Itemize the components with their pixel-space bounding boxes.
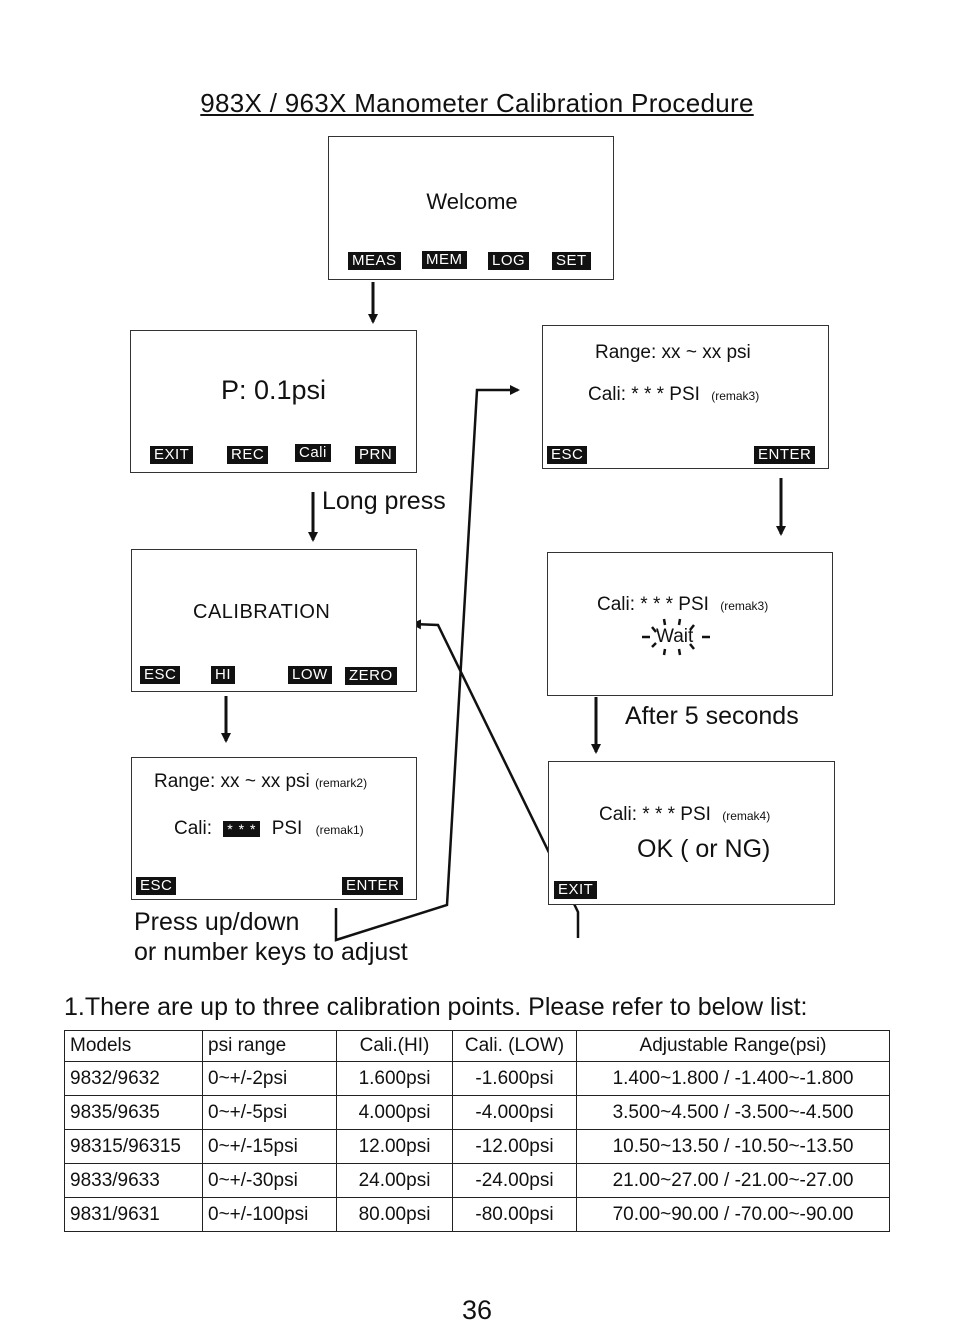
result-text: OK ( or NG) [637,835,771,863]
range-text: Range: xx ~ xx psi (remark2) [154,771,367,793]
psi-range-cell: 0~+/-15psi [202,1129,337,1164]
table-row: 98315/96315 0~+/-15psi 12.00psi -12.00ps… [64,1129,890,1164]
hi-key[interactable]: HI [211,666,235,684]
cali-text: Cali: * * * PSI [599,804,711,825]
psi-range-cell: 0~+/-2psi [202,1061,337,1096]
cali-row: Cali: * * * PSI (remak3) [588,384,759,406]
col-cali-low: Cali. (LOW) [452,1030,577,1062]
meas-key[interactable]: MEAS [348,252,401,270]
cali-label: Cali: [174,818,213,839]
mem-key[interactable]: MEM [422,251,467,269]
cali-hi-cell: 4.000psi [336,1095,453,1130]
cali-row: Cali: * * * PSI (remak1) [174,818,364,840]
col-cali-hi: Cali.(HI) [336,1030,453,1062]
cali-hi-cell: 12.00psi [336,1129,453,1164]
cali-remark: (remak4) [722,809,771,823]
prn-key[interactable]: PRN [355,446,397,464]
cali-text: Cali: * * * PSI [588,384,700,405]
cali-remark: (remak1) [315,823,364,837]
table-row: 9835/9635 0~+/-5psi 4.000psi -4.000psi 3… [64,1095,890,1130]
welcome-text: Welcome [426,189,518,214]
psi-range-cell: 0~+/-100psi [202,1197,337,1232]
measure-screen: P: 0.1psi EXIT REC Cali PRN [130,330,417,473]
psi-range-cell: 0~+/-30psi [202,1163,337,1198]
cali-key[interactable]: Cali [295,444,331,462]
adjust-note-line1: Press up/down [134,908,300,936]
model-cell: 9832/9632 [64,1061,203,1096]
esc-key[interactable]: ESC [136,877,177,895]
col-adjustable-range: Adjustable Range(psi) [576,1030,890,1062]
cali-hi-cell: 80.00psi [336,1197,453,1232]
after-5-seconds-label: After 5 seconds [625,702,799,730]
rec-key[interactable]: REC [227,446,269,464]
calibration-table: Models psi range Cali.(HI) Cali. (LOW) A… [64,1030,890,1232]
table-row: 9831/9631 0~+/-100psi 80.00psi -80.00psi… [64,1197,890,1232]
esc-key[interactable]: ESC [140,666,181,684]
cali-low-cell: -1.600psi [452,1061,577,1096]
cali-hi-cell: 24.00psi [336,1163,453,1198]
adjustable-range-cell: 3.500~4.500 / -3.500~-4.500 [576,1095,890,1130]
cali-row: Cali: * * * PSI (remak3) [597,594,768,616]
cali-hi-cell: 1.600psi [336,1061,453,1096]
cali-unit: PSI [271,818,303,839]
col-psi-range: psi range [202,1030,337,1062]
calibration-text: CALIBRATION [193,601,331,623]
pressure-reading: P: 0.1psi [221,375,327,405]
wait-text: Wait [656,626,694,647]
exit-key[interactable]: EXIT [150,446,194,464]
cali-low-cell: -80.00psi [452,1197,577,1232]
exit-key[interactable]: EXIT [554,881,598,899]
adjust-note-line2: or number keys to adjust [134,938,408,966]
cali-low-cell: -24.00psi [452,1163,577,1198]
model-cell: 9831/9631 [64,1197,203,1232]
psi-range-cell: 0~+/-5psi [202,1095,337,1130]
result-screen: Cali: * * * PSI (remak4) OK ( or NG) EXI… [548,761,835,905]
calibration-screen: CALIBRATION ESC HI LOW ZERO [131,549,417,692]
wait-screen: Cali: * * * PSI (remak3) Wait [547,552,833,696]
long-press-label: Long press [322,487,446,515]
arrow-result-to-calibration [411,619,580,938]
zero-key[interactable]: ZERO [345,667,397,685]
cali-remark: (remak3) [711,389,760,403]
range-value: Range: xx ~ xx psi [154,771,310,792]
adjust-screen: Range: xx ~ xx psi (remark2) Cali: * * *… [131,757,417,900]
table-row: 9833/9633 0~+/-30psi 24.00psi -24.00psi … [64,1163,890,1198]
page-number: 36 [461,1295,493,1325]
page-title: 983X / 963X Manometer Calibration Proced… [200,88,754,118]
range-remark: (remark2) [315,776,368,790]
table-header-row: Models psi range Cali.(HI) Cali. (LOW) A… [64,1030,890,1062]
adjustable-range-cell: 21.00~27.00 / -21.00~-27.00 [576,1163,890,1198]
esc-key[interactable]: ESC [547,446,588,464]
adjustable-range-cell: 10.50~13.50 / -10.50~-13.50 [576,1129,890,1164]
busy-indicator-icon [642,618,710,656]
calibration-points-intro: 1.There are up to three calibration poin… [64,993,808,1021]
confirm-screen: Range: xx ~ xx psi Cali: * * * PSI (rema… [542,325,829,469]
enter-key[interactable]: ENTER [342,877,404,895]
cali-value-field[interactable]: * * * [223,821,261,837]
cali-row: Cali: * * * PSI (remak4) [599,804,770,826]
model-cell: 9835/9635 [64,1095,203,1130]
cali-low-cell: -12.00psi [452,1129,577,1164]
cali-remark: (remak3) [720,599,769,613]
adjustable-range-cell: 1.400~1.800 / -1.400~-1.800 [576,1061,890,1096]
col-models: Models [64,1030,203,1062]
table-row: 9832/9632 0~+/-2psi 1.600psi -1.600psi 1… [64,1061,890,1096]
enter-key[interactable]: ENTER [754,446,816,464]
low-key[interactable]: LOW [288,666,332,684]
arrow-adjust-to-confirm [334,385,520,942]
welcome-screen: Welcome MEAS MEM LOG SET [328,136,614,280]
cali-low-cell: -4.000psi [452,1095,577,1130]
model-cell: 9833/9633 [64,1163,203,1198]
range-text: Range: xx ~ xx psi [595,342,751,363]
model-cell: 98315/96315 [64,1129,203,1164]
log-key[interactable]: LOG [488,252,530,270]
cali-text: Cali: * * * PSI [597,594,709,615]
set-key[interactable]: SET [552,252,591,270]
adjustable-range-cell: 70.00~90.00 / -70.00~-90.00 [576,1197,890,1232]
